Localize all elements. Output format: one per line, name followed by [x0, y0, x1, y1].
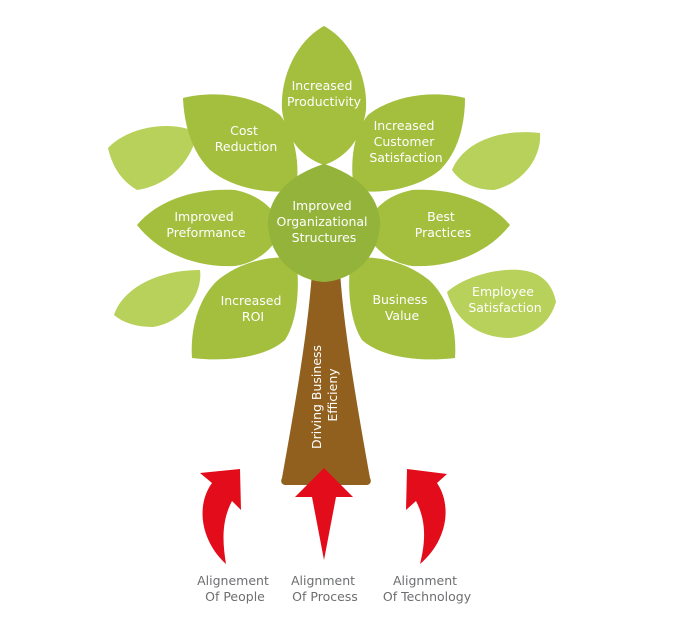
leaf-label-improved-performance: Improved Preformance: [166, 209, 245, 240]
decorative-leaves: [108, 125, 541, 327]
decorative-leaf-top-left: [108, 125, 197, 190]
leaf-label-increased-productivity: Increased Productivity: [287, 78, 362, 109]
curved-arrow-up-right-icon: [200, 469, 241, 564]
leaf-label-cost-reduction: Cost Reduction: [215, 123, 278, 154]
leaf-label-business-value: Business Value: [372, 292, 431, 323]
trunk-label: Driving Business Efficieny: [309, 341, 340, 449]
leaf-employee-satisfaction: [447, 269, 556, 338]
leaf-cost-reduction: [183, 94, 298, 192]
leaf-best-practices: [365, 189, 510, 267]
leaf-increased-roi: [191, 257, 298, 360]
caption-process: Alignment Of Process: [291, 573, 359, 604]
main-leaves: [137, 26, 556, 360]
decorative-leaf-top-right: [452, 132, 541, 190]
curved-arrow-up-left-icon: [406, 469, 447, 564]
caption-technology: Alignment Of Technology: [383, 573, 472, 604]
leaf-labels: Increased Productivity Cost Reduction In…: [166, 78, 541, 324]
decorative-leaf-bottom-left: [114, 270, 201, 327]
leaf-increased-customer-satisfaction: [352, 94, 465, 192]
center-label: Improved Organizational Structures: [276, 198, 371, 245]
input-arrows: [200, 468, 447, 564]
center-node: [268, 164, 380, 282]
caption-people: Alignement Of People: [197, 573, 273, 604]
arrow-up-icon: [295, 468, 353, 560]
leaf-business-value: [349, 257, 456, 360]
leaf-label-employee-satisfaction: Employee Satisfaction: [468, 284, 541, 315]
leaf-improved-performance: [137, 189, 282, 267]
input-captions: Alignement Of People Alignment Of Proces…: [197, 573, 472, 604]
leaf-label-increased-customer-satisfaction: Increased Customer Satisfaction: [369, 118, 442, 165]
leaf-label-increased-roi: Increased ROI: [221, 293, 286, 324]
tree-trunk: [281, 272, 371, 485]
leaf-increased-productivity: [281, 26, 367, 165]
leaf-label-best-practices: Best Practices: [415, 209, 471, 240]
